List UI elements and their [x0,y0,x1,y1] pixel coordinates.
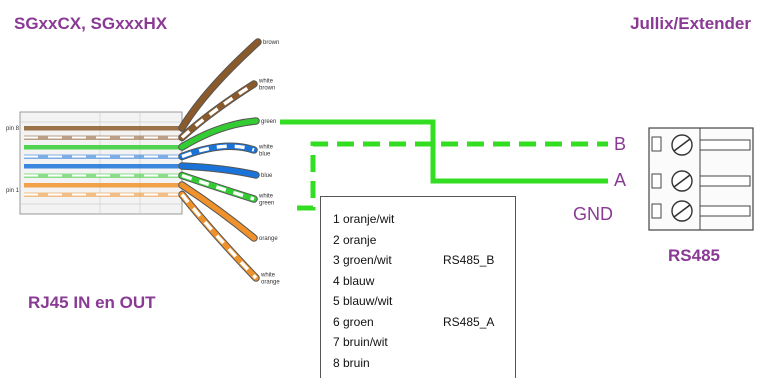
wire-label: blue [259,152,271,158]
pin-color: 4 blauw [333,273,375,288]
wire-label: white [258,194,274,200]
wire-label: brown [263,40,279,46]
pinout-row: 2 oranje [333,230,515,251]
pinout-row: 6 groen RS485_A [333,312,515,333]
connector-lane [24,126,180,131]
wire-label: green [261,119,276,125]
pin-color: 2 oranje [333,232,377,247]
device-model-title: SGxxCX, SGxxxHX [14,14,168,33]
wire-label: white [258,79,274,85]
wire-core [179,182,257,241]
pinout-row: 1 oranje/wit [333,209,515,230]
wire-label: green [259,201,274,207]
fan-out-wires: brownwhitebrowngreenwhitebluebluewhitegr… [178,38,280,286]
pin-8-mark: pin 8 [6,126,20,132]
wire-label: white [260,273,276,279]
pinout-row: 3 groen/wit RS485_B [333,250,515,271]
pin-color: 1 oranje/wit [333,212,395,226]
screw-icon [671,170,693,192]
pin-color: 8 bruin [333,355,370,370]
wire-label: brown [259,86,275,92]
pin-1-mark: pin 1 [6,188,20,194]
target-device-title: Jullix/Extender [630,14,751,33]
wire-stripe [181,173,255,201]
rs485-label: RS485 [668,246,720,265]
pin-color: 5 blauw/wit [333,294,393,308]
wire-stripe [180,82,255,139]
screw-icon [671,134,693,156]
wire-core [179,118,259,150]
pin-signal: RS485_B [443,253,495,267]
wire-label: white [258,145,274,151]
rs485-terminal-block [648,127,754,231]
pinout-row: 4 blauw [333,271,515,292]
pin-color: 7 bruin/wit [333,335,388,349]
wire-stripe [181,144,255,159]
wire-label: orange [259,236,278,242]
pin-color: 3 groen/wit [333,253,392,267]
rj45-pin-lanes [24,126,180,197]
wire-core [179,39,261,131]
wire-stripe [180,193,258,280]
connector-lane [24,145,180,150]
terminal-signal-b: B [614,134,627,154]
wire-a-solid [280,119,608,184]
pin-color: 6 groen [333,314,374,329]
pinout-row: 7 bruin/wit [333,332,515,353]
pinout-row: 5 blauw/wit [333,291,515,312]
terminal-signal-a: A [614,170,627,190]
wire-b-dashed [297,141,608,211]
signal-cables [280,119,608,211]
terminal-signal-gnd: GND [573,204,613,224]
pinout-row: 8 bruin [333,353,515,374]
wire-label: orange [261,280,280,286]
connector-lane [24,183,180,188]
connector-lane [24,164,180,169]
screw-icon [671,200,693,222]
wire-core [179,163,259,178]
wire-label: blue [261,173,273,179]
pinout-table: 1 oranje/wit 2 oranje 3 groen/wit RS485_B… [320,196,516,378]
pin-signal: RS485_A [443,314,495,329]
rj45-label: RJ45 IN en OUT [28,293,156,312]
rj45-connector: pin 8 pin 1 [6,111,183,215]
